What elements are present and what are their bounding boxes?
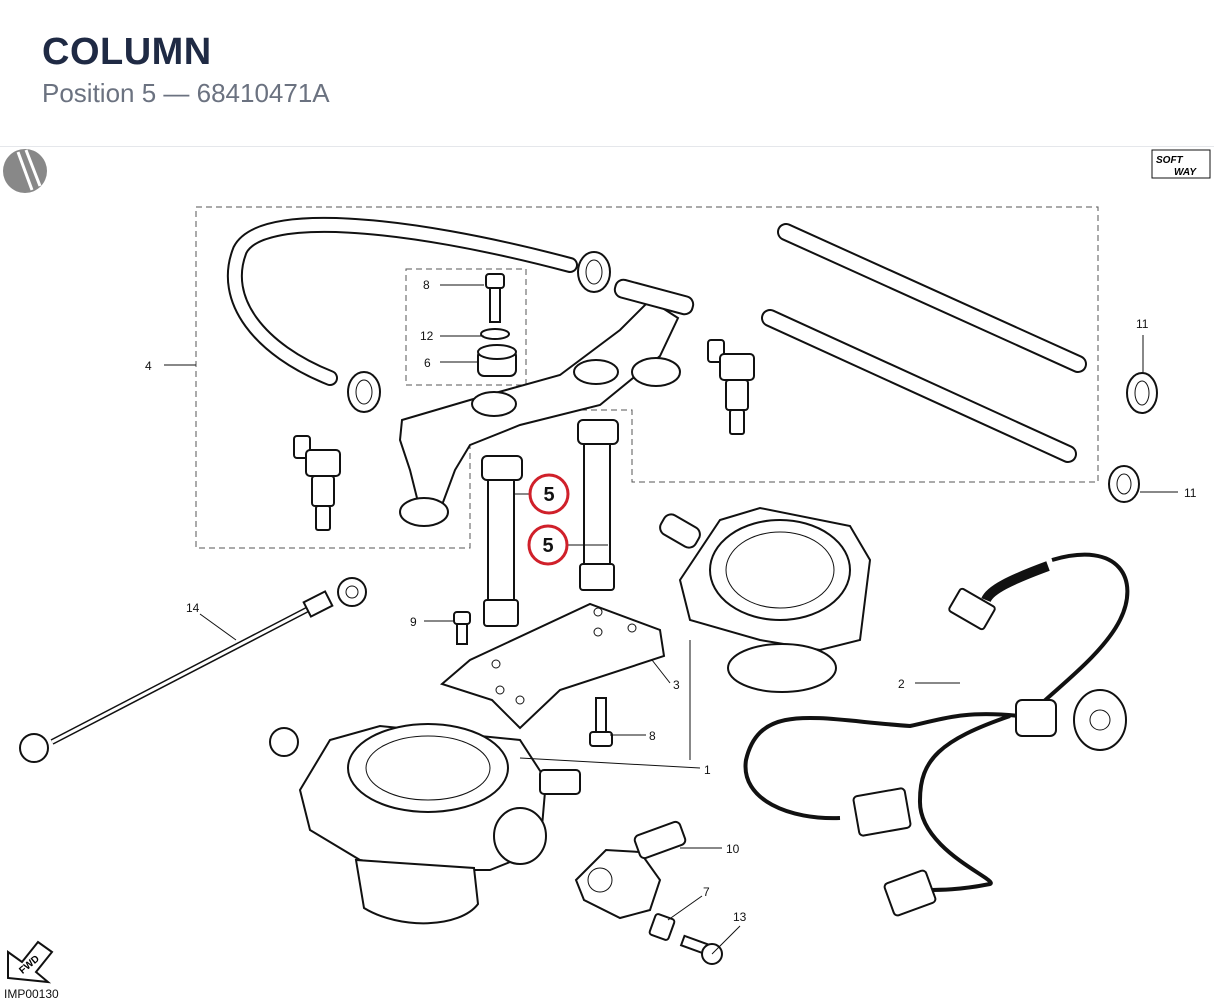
callout-9: 9 [410,615,417,629]
page-title: COLUMN [42,31,212,73]
svg-text:WAY: WAY [1174,167,1197,178]
callout-4: 4 [145,359,152,373]
hose-clamp [1108,465,1140,503]
callout-14: 14 [186,601,200,615]
callout-2: 2 [898,677,905,691]
hose-clamp [577,251,611,293]
highlight-callout-lower[interactable]: 5 [527,524,569,566]
callout-10: 10 [726,842,740,856]
rubber-grommet [477,344,517,377]
column-spacer [577,419,619,591]
support-plate [439,602,666,730]
screw [453,611,471,645]
header-divider [0,146,1214,147]
callout-7: 7 [703,885,710,899]
diagram-code: IMP00130 [4,987,59,1001]
highlight-callout-upper[interactable]: 5 [528,473,570,515]
wiring-harness [743,552,1130,917]
mount-washer [480,328,510,340]
linkage-rod [19,577,367,763]
callout-8-bottom: 8 [649,729,656,743]
assembly-4-outline [195,206,1099,549]
fuel-injector [293,435,341,531]
svg-text:5: 5 [543,484,554,506]
svg-text:5: 5 [542,535,553,557]
callout-11-top: 11 [1136,317,1149,331]
hose-clamp [347,371,381,413]
page-subtitle: Position 5 — 68410471A [42,78,330,108]
fwd-arrow-icon: FWD [7,940,54,984]
mount-bolt [485,273,505,323]
callout-6: 6 [424,356,431,370]
leader-lines [164,284,1178,955]
callout-13: 13 [733,910,747,924]
callout-8-top: 8 [423,278,430,292]
column-spacer [481,455,523,627]
header: COLUMN Position 5 — 68410471A [42,30,330,110]
throttle-body-rear [659,506,872,693]
screw [589,697,613,747]
gasket [648,913,676,941]
brand-logo-left [3,149,47,193]
hose-clamp [1126,372,1158,414]
callout-12: 12 [420,329,434,343]
throttle-position-sensor [574,820,687,920]
callout-3: 3 [673,678,680,692]
svg-text:SOFT: SOFT [1156,155,1184,166]
callout-11-bottom: 11 [1184,486,1197,500]
callout-1: 1 [704,763,711,777]
fuel-injector [707,339,755,435]
mount-kit-outline [405,268,527,386]
throttle-body-front [269,723,581,925]
brand-logo-right: SOFT WAY [1151,149,1211,179]
fuel-rail [398,298,680,512]
